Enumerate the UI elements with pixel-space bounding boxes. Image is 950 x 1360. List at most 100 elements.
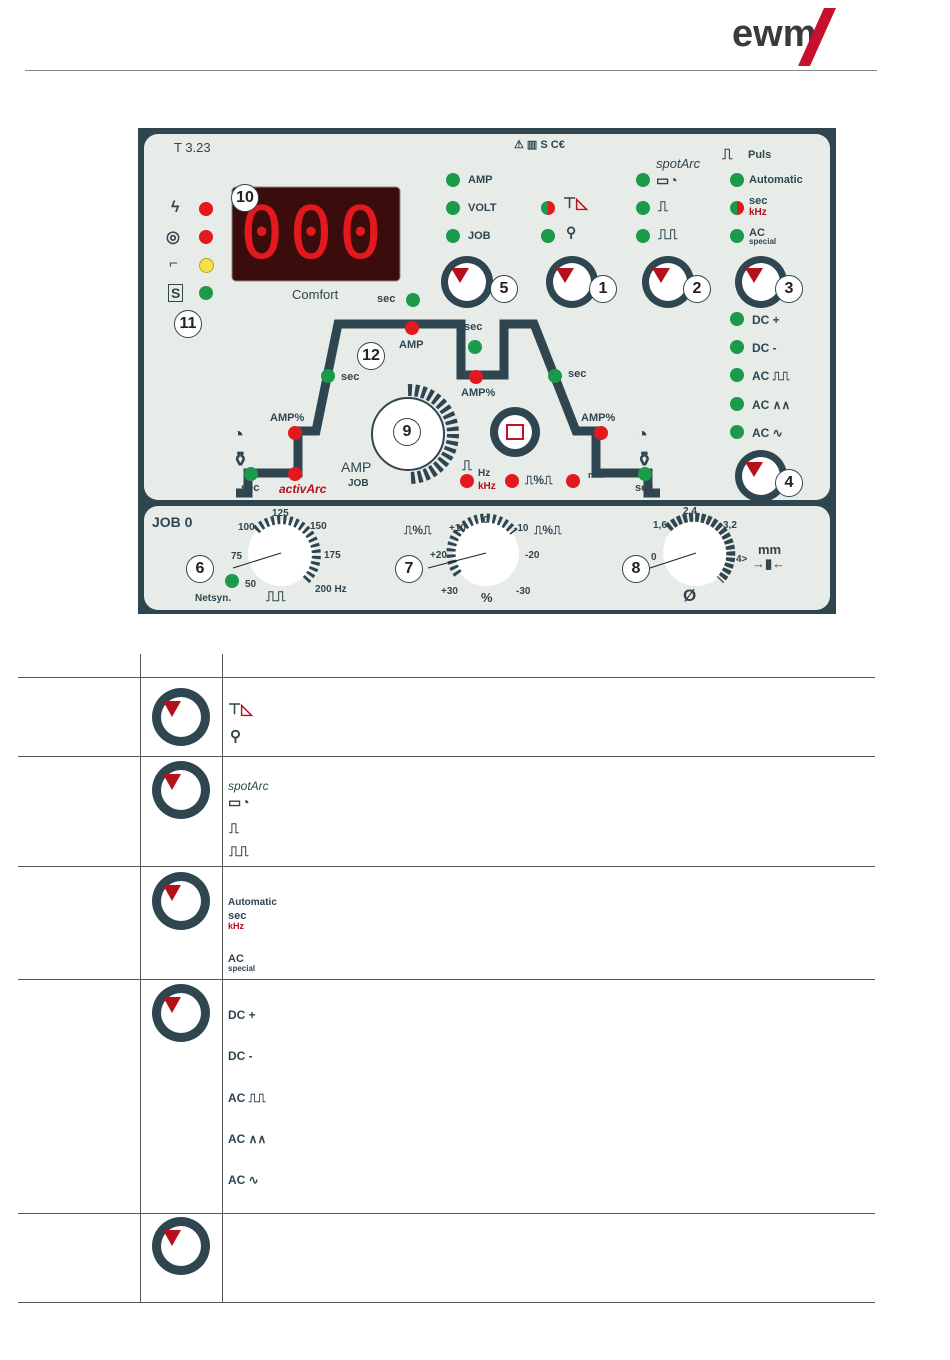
label-pct-bottom: % [481, 590, 493, 605]
row1-torch-icon: ⊤◺ [228, 701, 253, 718]
display-caption: Comfort [292, 287, 339, 302]
led-sec-postflow [638, 467, 652, 481]
label-ac-trapez: AC ∧∧ [752, 398, 791, 412]
led-overtemp [199, 230, 213, 244]
label-mm-bottom: mm [758, 542, 782, 557]
seven-segment-display: 000 [240, 191, 389, 275]
pct-pulse-icon-left: ⎍%⎍ [404, 523, 432, 537]
tick8-2-4: 2,4 [683, 506, 697, 517]
label-amp-pct-left: AMP% [270, 412, 305, 424]
led-sec-mid [468, 340, 482, 354]
label-dc-plus: DC + [752, 313, 780, 327]
row3-sec: sec [228, 910, 247, 922]
badge-12: 12 [357, 342, 385, 370]
label-job-small: JOB [348, 478, 369, 489]
spotarc-label: spotArc [656, 156, 701, 171]
row2-spot-icon: ▭◔ [228, 794, 250, 810]
button-1[interactable] [546, 256, 598, 308]
tick8-4: 4> [736, 554, 748, 565]
led-ac-sine [730, 425, 744, 439]
label-amp: AMP [468, 174, 493, 186]
led-netsyn [225, 574, 239, 588]
button-5[interactable] [441, 256, 493, 308]
button-3[interactable] [735, 256, 787, 308]
spot-icon: ▭◔ [656, 172, 678, 188]
badge-6: 6 [186, 555, 214, 583]
button-4[interactable] [735, 450, 787, 502]
label-automatic: Automatic [749, 174, 803, 186]
ewm-logo: ewm [732, 8, 836, 66]
torch-icon: ⊤◺ [563, 195, 588, 212]
badge-10: 10 [231, 184, 259, 212]
wire-feed-icon: →▮← [752, 556, 786, 571]
table-button-1 [152, 688, 210, 746]
safety-s-icon: S [168, 284, 184, 302]
tick8-3-2: 3,2 [723, 520, 737, 531]
led-amp-pct-mid [469, 370, 483, 384]
tick6-125: 125 [272, 508, 289, 519]
led-amp-pct-right [594, 426, 608, 440]
badge-5: 5 [490, 275, 518, 303]
led-sec-khz [730, 201, 744, 215]
tick7-plus20: +20 [430, 550, 447, 561]
tick7-minus30: -30 [516, 586, 531, 597]
coolant-icon: ⌐ [169, 255, 178, 272]
label-amp-main: AMP [399, 339, 424, 351]
table-rule-1 [18, 756, 875, 757]
label-sec-top: sec [377, 293, 396, 305]
tick6-175: 175 [324, 550, 341, 561]
label-sec-downslope: sec [568, 368, 587, 380]
tick7-minus20: -20 [525, 550, 540, 561]
table-button-2 [152, 761, 210, 819]
puls-icon: ⎍ [722, 146, 733, 163]
label-khz: kHz [749, 207, 767, 218]
button-2[interactable] [642, 256, 694, 308]
led-sec-preflow [244, 467, 258, 481]
label-sec: sec [749, 195, 768, 207]
badge-8: 8 [622, 555, 650, 583]
led-coolant [199, 258, 214, 273]
badge-2: 2 [683, 275, 711, 303]
row2-spotarc: spotArc [228, 779, 269, 793]
row3-ac: AC [228, 953, 244, 965]
badge-4: 4 [775, 469, 803, 497]
table-rule-5 [18, 1302, 875, 1303]
label-amp-pct-right: AMP% [581, 412, 616, 424]
label-activarc: activArc [279, 482, 327, 496]
led-mm [566, 474, 580, 488]
led-volt [446, 201, 460, 215]
label-dc-minus: DC - [752, 341, 777, 355]
row1-hand-icon: ⚲ [230, 728, 241, 745]
label-khz-curve: kHz [478, 481, 496, 492]
row4-ac-square: AC ⎍⎍ [228, 1091, 266, 1105]
led-activarc [288, 467, 302, 481]
label-sec-upslope: sec [341, 371, 360, 383]
led-safety [199, 286, 213, 300]
label-puls: Puls [748, 149, 772, 161]
tick7-minus10: -10 [514, 523, 529, 534]
tick6-75: 75 [231, 551, 243, 562]
label-hz: Hz [478, 468, 491, 479]
row2-4t-icon: ⎍⎍ [229, 843, 249, 859]
badge-9: 9 [393, 418, 421, 446]
gas-postflow-icon: ◔⚱ [636, 424, 653, 471]
row2-2t-icon: ⎍ [229, 820, 239, 836]
label-amp-big: AMP [341, 459, 372, 475]
label-pct-curve: ⎍%⎍ [525, 473, 553, 487]
led-ac-trapez [730, 397, 744, 411]
led-automatic [730, 173, 744, 187]
pct-pulse-icon-right: ⎍%⎍ [534, 523, 562, 537]
led-pct [505, 474, 519, 488]
control-panel: T 3.23 ⚠ ▥ S C€ 000 Comfort ϟ ◎ ⌐ S AMP … [138, 128, 836, 614]
job-label: JOB 0 [152, 514, 193, 530]
row3-automatic: Automatic [228, 897, 277, 908]
led-ac-square [730, 368, 744, 382]
svg-text:ewm: ewm [732, 13, 816, 55]
row4-ac-sine: AC ∿ [228, 1173, 259, 1187]
header-rule [25, 70, 877, 71]
torch-hand-icon: ⚲ [566, 224, 577, 240]
led-main-current [405, 321, 419, 335]
cert-marks: ⚠ ▥ S C€ [514, 139, 565, 151]
table-button-3 [152, 872, 210, 930]
pulse-icon-bottom: ⎍⎍ [266, 588, 286, 604]
